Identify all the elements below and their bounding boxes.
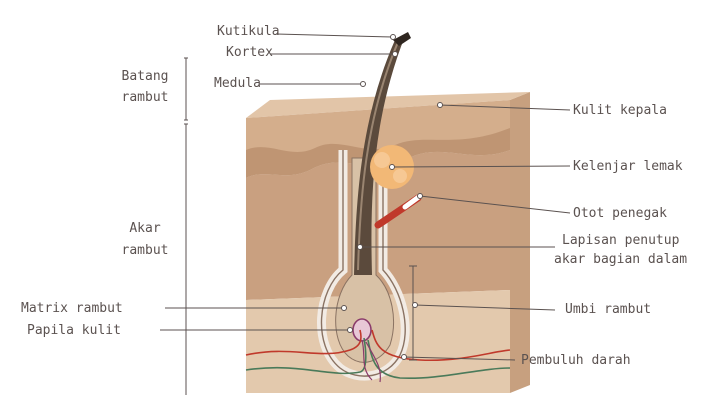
- dermal-papilla: [353, 319, 371, 341]
- label-papila-kulit: Papila kulit: [27, 323, 121, 338]
- label-kutikula: Kutikula: [217, 24, 280, 39]
- sebaceous-gland-lobe: [393, 169, 407, 183]
- label-kortex: Kortex: [226, 45, 273, 60]
- label-otot-penegak: Otot penegak: [573, 206, 667, 221]
- sebaceous-gland-lobe: [374, 152, 390, 168]
- label-matrix-rambut: Matrix rambut: [21, 301, 123, 316]
- label-akar-line2: rambut: [115, 243, 175, 258]
- skin-block-side: [510, 92, 530, 393]
- label-kulit-kepala: Kulit kepala: [573, 103, 667, 118]
- label-medula: Medula: [214, 76, 261, 91]
- label-akar-line1: Akar: [115, 221, 175, 236]
- label-umbi-rambut: Umbi rambut: [565, 302, 651, 317]
- label-lapisan-line1: Lapisan penutup: [562, 233, 679, 248]
- label-lapisan-line2: akar bagian dalam: [554, 252, 687, 267]
- label-pembuluh-darah: Pembuluh darah: [521, 353, 631, 368]
- label-batang-line1: Batang: [115, 69, 175, 84]
- label-kelenjar-lemak: Kelenjar lemak: [573, 159, 683, 174]
- label-batang-line2: rambut: [115, 90, 175, 105]
